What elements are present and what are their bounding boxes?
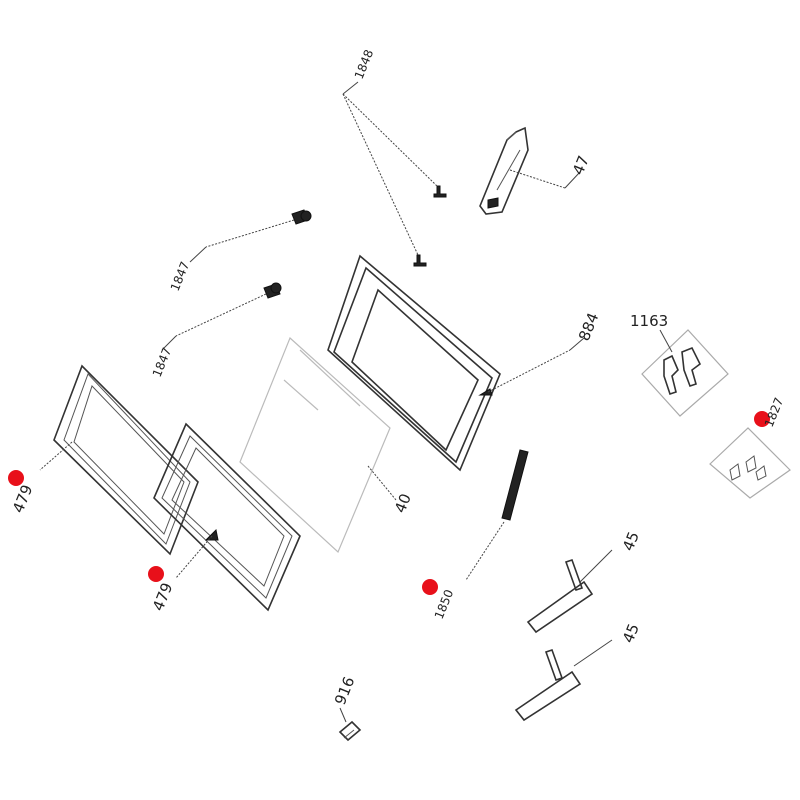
part-479-frame-mid[interactable] (148, 422, 301, 612)
marker-1827 (754, 411, 770, 427)
part-40-glass-pane[interactable] (239, 336, 397, 554)
label-1163: 1163 (630, 312, 668, 330)
label-40: 40 (391, 491, 415, 515)
label-1847-bottom: 1847 (150, 346, 174, 380)
label-479-mid: 479 (149, 580, 176, 613)
label-1847-top: 1847 (168, 260, 192, 294)
label-1848: 1848 (352, 48, 376, 82)
label-884: 884 (575, 310, 602, 343)
part-1847-screw-top[interactable] (189, 209, 312, 263)
label-1827: 1827 (762, 396, 786, 430)
marker-479-left (8, 470, 24, 486)
part-1163-bracket-set[interactable] (641, 329, 729, 417)
marker-1850 (422, 579, 438, 595)
part-884-inner-frame[interactable] (327, 254, 585, 472)
part-1847-screw-bottom[interactable] (161, 282, 282, 351)
label-45-bottom: 45 (619, 621, 643, 645)
label-47: 47 (569, 153, 593, 177)
label-45-top: 45 (619, 529, 643, 553)
label-916: 916 (331, 674, 358, 707)
part-45-hinge-top[interactable] (526, 549, 613, 634)
part-1848-clips (342, 81, 447, 267)
part-479-frame-left[interactable] (8, 364, 199, 556)
part-916-clip[interactable] (338, 707, 362, 742)
label-479-left: 479 (9, 482, 36, 515)
part-45-hinge-bottom[interactable] (514, 639, 613, 722)
part-1827-kit[interactable] (709, 411, 791, 499)
marker-479-mid (148, 566, 164, 582)
part-47-bracket[interactable] (479, 126, 581, 215)
part-1850-seal-strip[interactable] (422, 449, 529, 595)
